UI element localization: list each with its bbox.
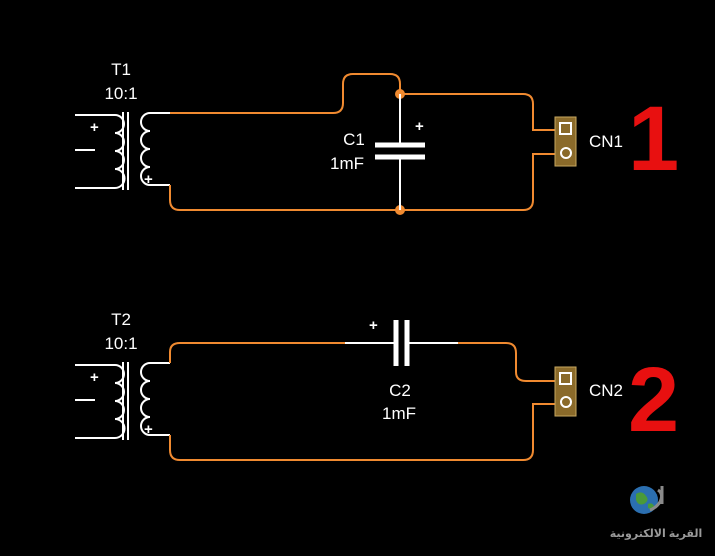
t2-secondary-plus: +: [144, 421, 153, 438]
wire-bottom: [169, 153, 555, 211]
transformer-t2: + + T2 10:1: [75, 310, 170, 440]
t2-name: T2: [111, 310, 131, 329]
wire-top-right: [458, 342, 555, 382]
c2-name: C2: [389, 381, 411, 400]
primary-leads: [75, 114, 115, 189]
wire-bottom: [169, 403, 555, 461]
wire-top-left: [169, 342, 345, 363]
c1-plus: +: [415, 118, 424, 135]
connector-cn2: CN2: [554, 366, 623, 417]
t1-primary-plus: +: [90, 119, 99, 136]
watermark-text: القرية الالكترونية: [610, 528, 702, 540]
wire-top: [170, 73, 555, 131]
secondary-winding: [140, 362, 151, 436]
secondary-winding: [140, 112, 151, 186]
circuit-2: + + T2 10:1 + C2 1mF CN2 2: [75, 310, 679, 461]
circuit-number-2: 2: [628, 349, 679, 451]
secondary-leads: [150, 362, 170, 436]
t2-ratio: 10:1: [104, 334, 137, 353]
circuit-1: + + T1 10:1 + C1 1mF CN1 1: [75, 60, 679, 215]
cn2-name: CN2: [589, 381, 623, 400]
t1-name: T1: [111, 60, 131, 79]
transformer-t1: + + T1 10:1: [75, 60, 170, 190]
c2-value: 1mF: [382, 404, 416, 423]
t2-primary-plus: +: [90, 369, 99, 386]
t1-ratio: 10:1: [104, 84, 137, 103]
c1-name: C1: [343, 130, 365, 149]
watermark-logo: القرية الالكترونية: [610, 486, 702, 540]
circuit-number-1: 1: [628, 88, 679, 190]
t1-secondary-plus: +: [144, 171, 153, 188]
capacitor-c1: + C1 1mF: [330, 94, 425, 210]
capacitor-c2: + C2 1mF: [345, 317, 458, 423]
cn1-name: CN1: [589, 132, 623, 151]
c1-value: 1mF: [330, 154, 364, 173]
c2-plus: +: [369, 317, 378, 334]
primary-leads: [75, 364, 115, 439]
secondary-leads: [150, 112, 170, 186]
connector-cn1: CN1: [554, 116, 623, 167]
